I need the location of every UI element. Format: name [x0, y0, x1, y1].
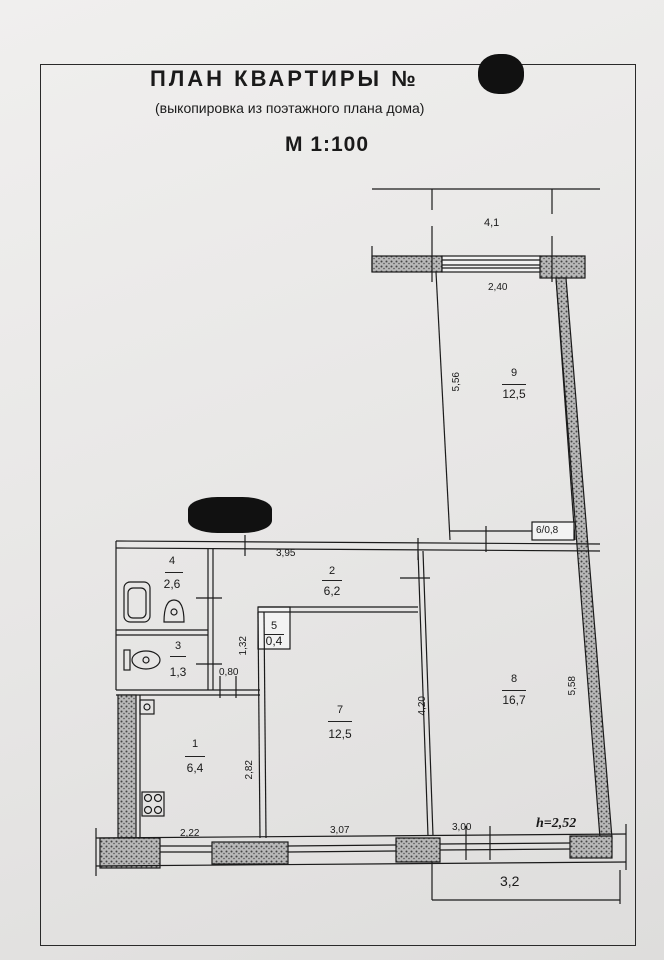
room-9-divider [502, 384, 526, 385]
room-2-number: 2 [328, 565, 336, 577]
room-8-number: 8 [510, 673, 518, 685]
dimension-bottom-2: 3,07 [330, 825, 350, 836]
room-2-divider [322, 580, 342, 581]
room-2-area: 6,2 [323, 584, 341, 598]
room-5-divider [264, 634, 284, 635]
room-3-number: 3 [174, 640, 182, 652]
dimension-bottom-1: 2,22 [180, 828, 200, 839]
dimension-corridor: 3,95 [276, 548, 296, 559]
plan-scale: М 1:100 [285, 133, 370, 156]
dimension-bottom-outer: 3,2 [500, 873, 520, 889]
room-1-number: 1 [191, 738, 199, 750]
dimension-wall-9: 5,56 [451, 372, 462, 392]
dimension-door-0-80: 0,80 [219, 667, 239, 678]
dimension-door-1-32: 1,32 [238, 636, 249, 656]
plan-title: ПЛАН КВАРТИРЫ № [150, 66, 419, 91]
balcony-mark: 6/0,8 [536, 525, 559, 536]
dimension-room7-depth: 4,20 [417, 696, 428, 716]
room-7-area: 12,5 [328, 727, 352, 741]
ceiling-height-label: h=2,52 [536, 816, 577, 831]
room-4-area: 2,6 [163, 577, 181, 591]
room-9-number: 9 [510, 367, 518, 379]
room-4-divider [165, 572, 183, 573]
room-1-area: 6,4 [186, 761, 204, 775]
dimension-top-outer: 4,1 [484, 217, 500, 229]
room-8-divider [502, 690, 526, 691]
plan-subtitle: (выкопировка из поэтажного плана дома) [155, 100, 425, 116]
dimension-window-top: 2,40 [488, 282, 508, 293]
room-7-divider [328, 721, 352, 722]
room-9-area: 12,5 [502, 387, 526, 401]
redacted-apartment-number [478, 54, 524, 94]
room-4-number: 4 [168, 555, 176, 567]
page-frame [40, 64, 636, 946]
room-3-area: 1,3 [169, 665, 187, 679]
room-1-divider [185, 756, 205, 757]
room-5-area: 0,4 [265, 634, 283, 648]
room-3-divider [170, 656, 186, 657]
room-5-number: 5 [270, 620, 278, 632]
room-7-number: 7 [336, 704, 344, 716]
dimension-room1-depth: 2,82 [244, 760, 255, 780]
room-8-area: 16,7 [502, 693, 526, 707]
dimension-bottom-3: 3,00 [452, 822, 472, 833]
redacted-stamp [188, 497, 272, 533]
dimension-right-wall: 5,58 [567, 676, 578, 696]
